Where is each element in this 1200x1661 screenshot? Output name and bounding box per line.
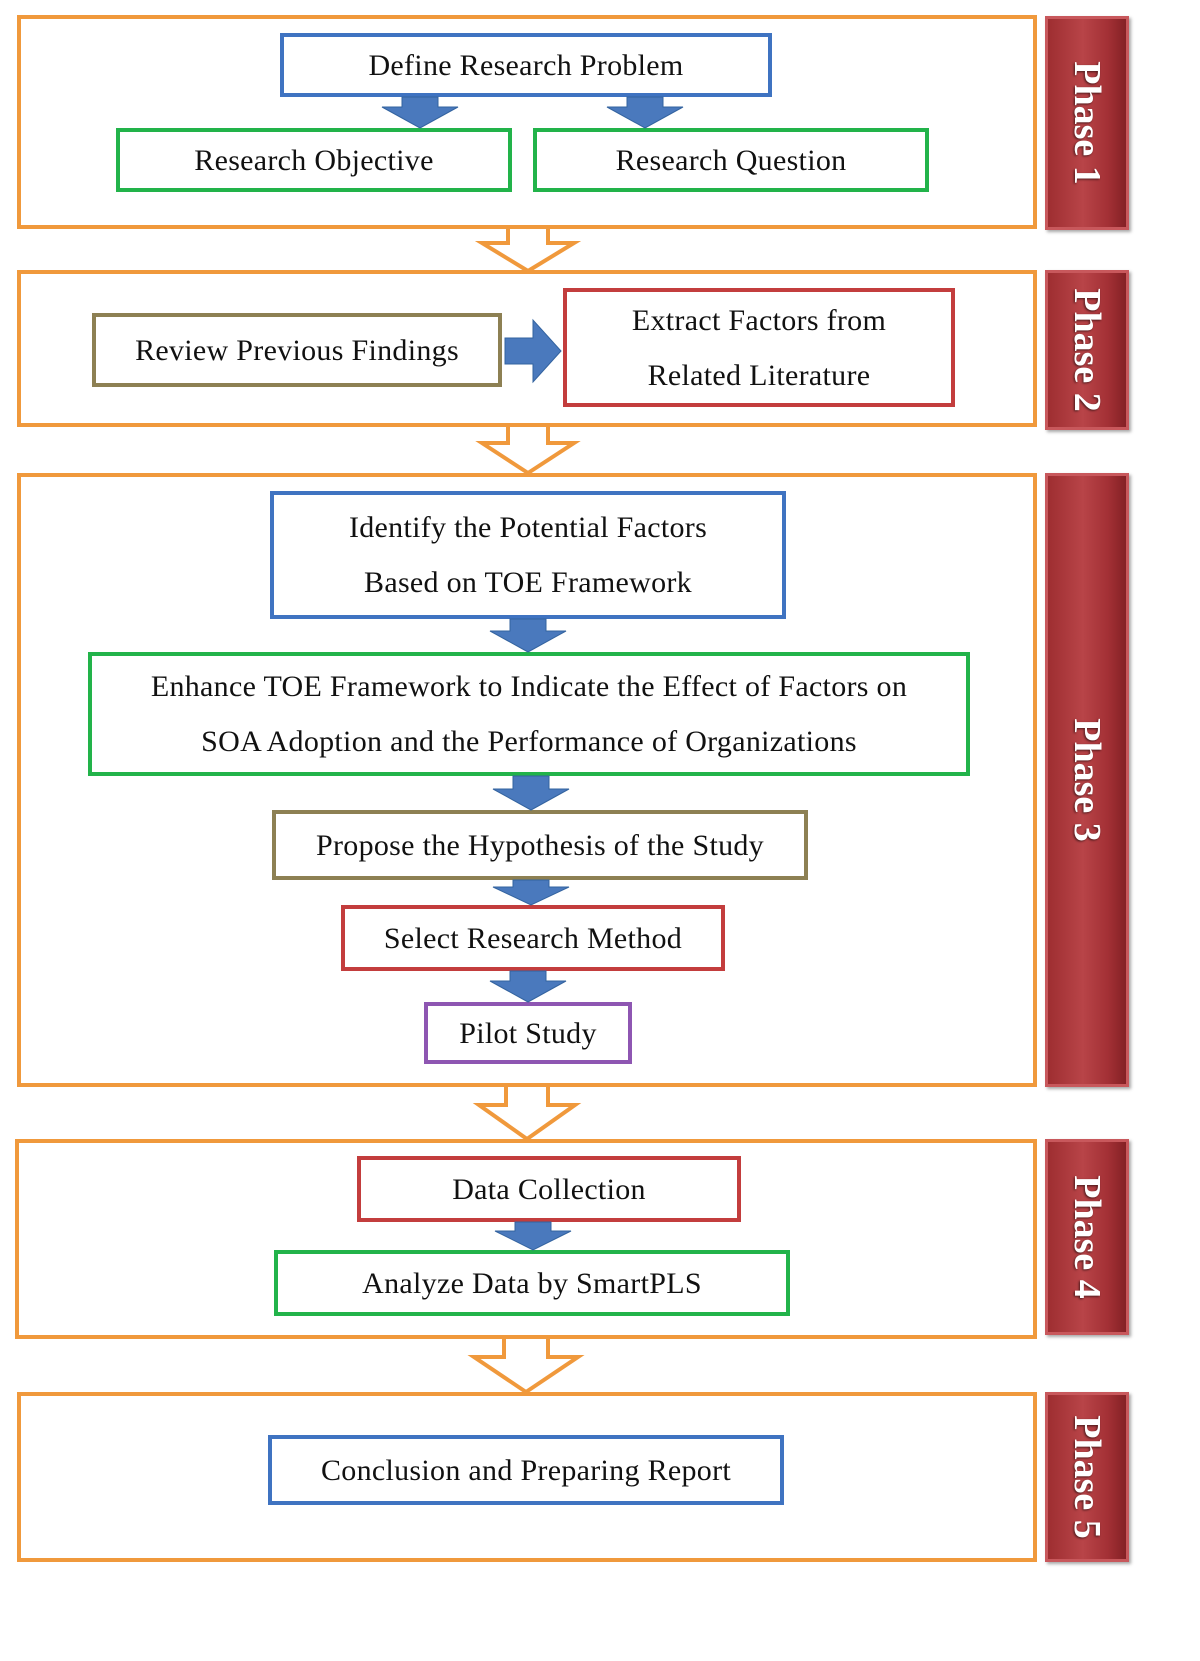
node-research-question: Research Question [533, 128, 929, 192]
node-analyze-data-smartpls: Analyze Data by SmartPLS [274, 1250, 790, 1316]
phase-3-label: Phase 3 [1066, 718, 1108, 842]
node-research-objective: Research Objective [116, 128, 512, 192]
arrow-hypothesis-to-method [492, 879, 570, 906]
node-select-research-method: Select Research Method [341, 905, 725, 971]
phase-5-tab: Phase 5 [1045, 1392, 1129, 1562]
phase-2-label: Phase 2 [1066, 288, 1108, 412]
arrow-problem-to-objective [381, 96, 459, 129]
arrow-phase1-to-phase2 [474, 225, 582, 274]
node-extract-factors: Extract Factors from Related Literature [563, 288, 955, 407]
node-review-previous-findings: Review Previous Findings [92, 313, 502, 387]
arrow-phase2-to-phase3 [475, 423, 581, 476]
phase-3-tab: Phase 3 [1045, 473, 1129, 1087]
node-pilot-study: Pilot Study [424, 1002, 632, 1064]
phase-4-tab: Phase 4 [1045, 1139, 1129, 1335]
arrow-phase3-to-phase4 [472, 1083, 582, 1142]
phase-1-tab: Phase 1 [1045, 16, 1129, 230]
arrow-enhance-to-hypothesis [492, 775, 570, 811]
phase-1-label: Phase 1 [1066, 61, 1108, 185]
arrow-identify-to-enhance [489, 618, 567, 653]
arrow-method-to-pilot [489, 970, 567, 1003]
arrow-problem-to-question [606, 96, 684, 129]
arrow-phase4-to-phase5 [467, 1335, 585, 1395]
node-define-research-problem: Define Research Problem [280, 33, 772, 97]
node-propose-hypothesis: Propose the Hypothesis of the Study [272, 810, 808, 880]
phase-5-label: Phase 5 [1066, 1415, 1108, 1539]
node-data-collection: Data Collection [357, 1156, 741, 1222]
phase-4-label: Phase 4 [1066, 1175, 1108, 1299]
arrow-collection-to-analyze [494, 1221, 572, 1251]
node-enhance-toe-framework: Enhance TOE Framework to Indicate the Ef… [88, 652, 970, 776]
node-conclusion-report: Conclusion and Preparing Report [268, 1435, 784, 1505]
node-identify-potential-factors: Identify the Potential Factors Based on … [270, 491, 786, 619]
arrow-review-to-extract [504, 318, 562, 384]
phase-2-tab: Phase 2 [1045, 270, 1129, 430]
